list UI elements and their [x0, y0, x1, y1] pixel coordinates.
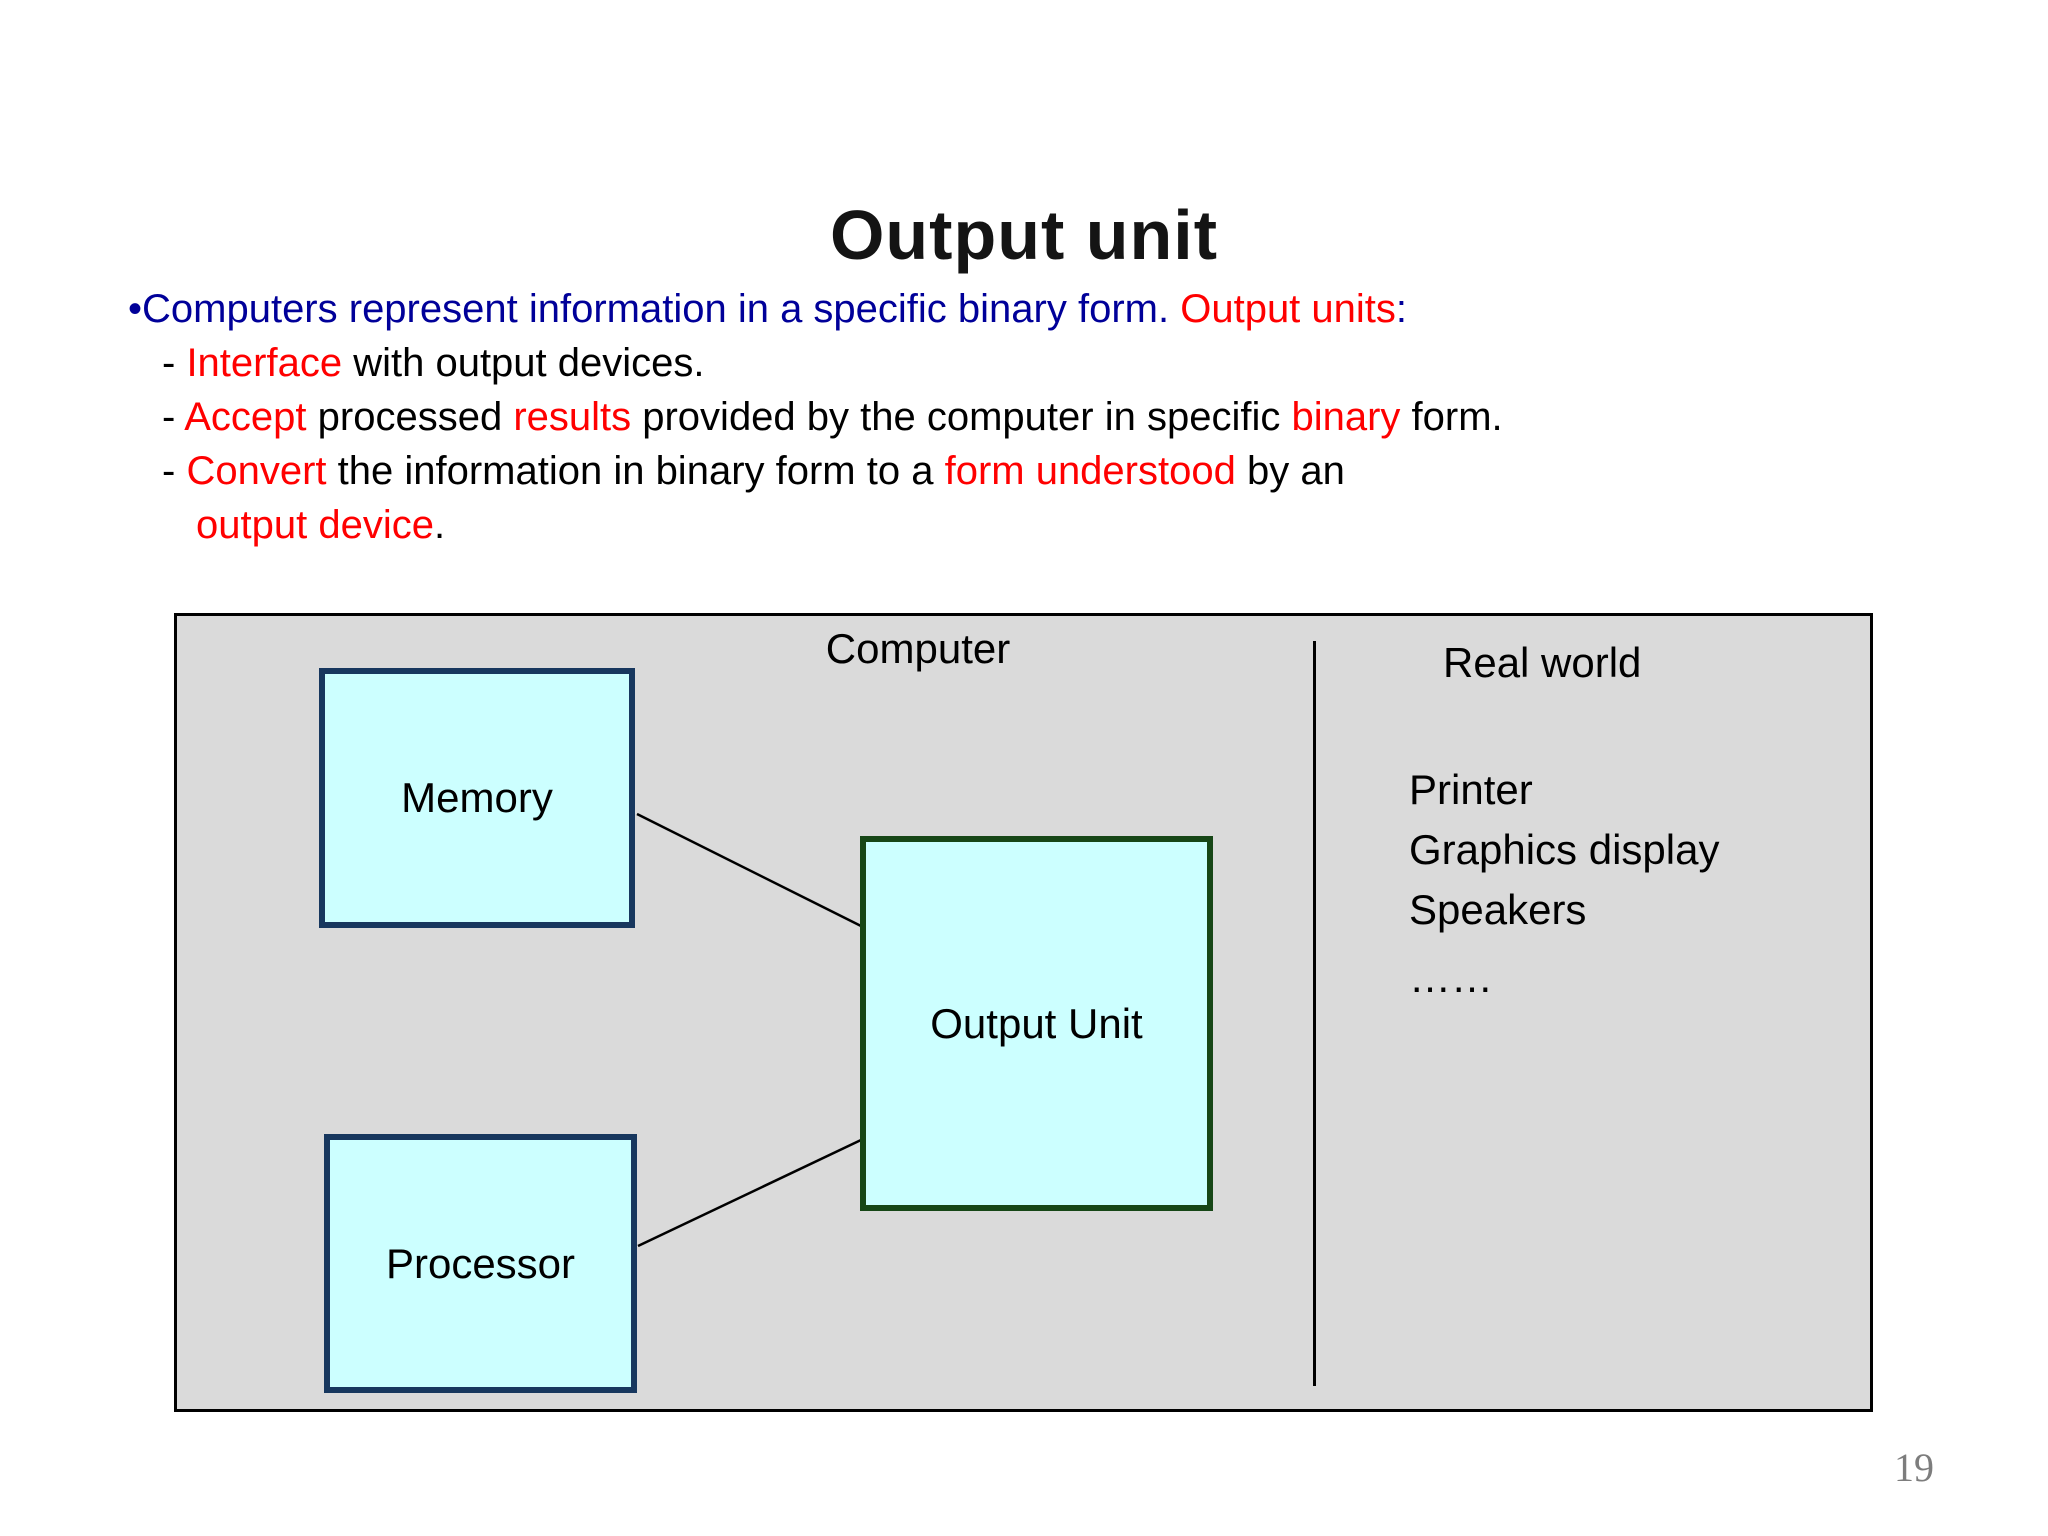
bullet-line: •Computers represent information in a sp…	[0, 282, 2048, 336]
text-segment: Convert	[186, 449, 327, 493]
diagram-panel: Computer Real world Memory Processor Out…	[174, 613, 1873, 1412]
real-world-label: Real world	[1443, 639, 1642, 686]
text-segment: results	[513, 395, 632, 439]
text-segment: form understood	[944, 449, 1236, 493]
device-item: Graphics display	[1409, 826, 1720, 873]
computer-label: Computer	[825, 625, 1011, 672]
memory-box-label: Memory	[401, 774, 553, 821]
bullet-line: - Interface with output devices.	[0, 336, 2048, 390]
text-segment: form.	[1400, 395, 1503, 439]
slide-title: Output unit	[829, 195, 1219, 274]
text-segment: .	[433, 503, 446, 547]
device-item: Speakers	[1409, 886, 1587, 933]
bullet-line: - Convert the information in binary form…	[0, 444, 2048, 498]
text-segment: with output devices.	[342, 341, 705, 385]
text-segment: by an	[1235, 449, 1345, 493]
memory-to-output-line	[636, 812, 862, 928]
bullet-list: •Computers represent information in a sp…	[0, 282, 2048, 552]
text-segment: provided by the computer in specific	[631, 395, 1292, 439]
text-segment: Accept	[184, 395, 307, 439]
processor-box-label: Processor	[385, 1239, 576, 1287]
text-segment: processed	[306, 395, 514, 439]
text-segment: Output units	[1180, 287, 1396, 331]
text-segment: :	[1395, 287, 1408, 331]
processor-box: Processor	[324, 1134, 637, 1393]
output-unit-box: Output Unit	[860, 836, 1213, 1211]
text-segment: -	[162, 449, 187, 493]
text-segment: output device	[196, 503, 434, 547]
bullet-line: - Accept processed results provided by t…	[0, 390, 2048, 444]
processor-to-output-line	[637, 1138, 862, 1248]
text-segment: •Computers represent information in a sp…	[128, 287, 1181, 331]
text-segment: -	[162, 341, 187, 385]
text-segment: Interface	[186, 341, 343, 385]
memory-box: Memory	[319, 668, 635, 928]
output-unit-box-label: Output Unit	[930, 999, 1143, 1047]
device-item: ……	[1409, 954, 1493, 1001]
bullet-line: output device.	[0, 498, 2048, 552]
connector-lines	[636, 812, 862, 1248]
text-segment: -	[162, 395, 185, 439]
device-item: Printer	[1409, 766, 1533, 813]
page-number: 19	[1894, 1445, 1934, 1490]
computer-realworld-divider	[1313, 641, 1316, 1386]
text-segment: the information in binary form to a	[326, 449, 945, 493]
text-segment: binary	[1291, 395, 1401, 439]
